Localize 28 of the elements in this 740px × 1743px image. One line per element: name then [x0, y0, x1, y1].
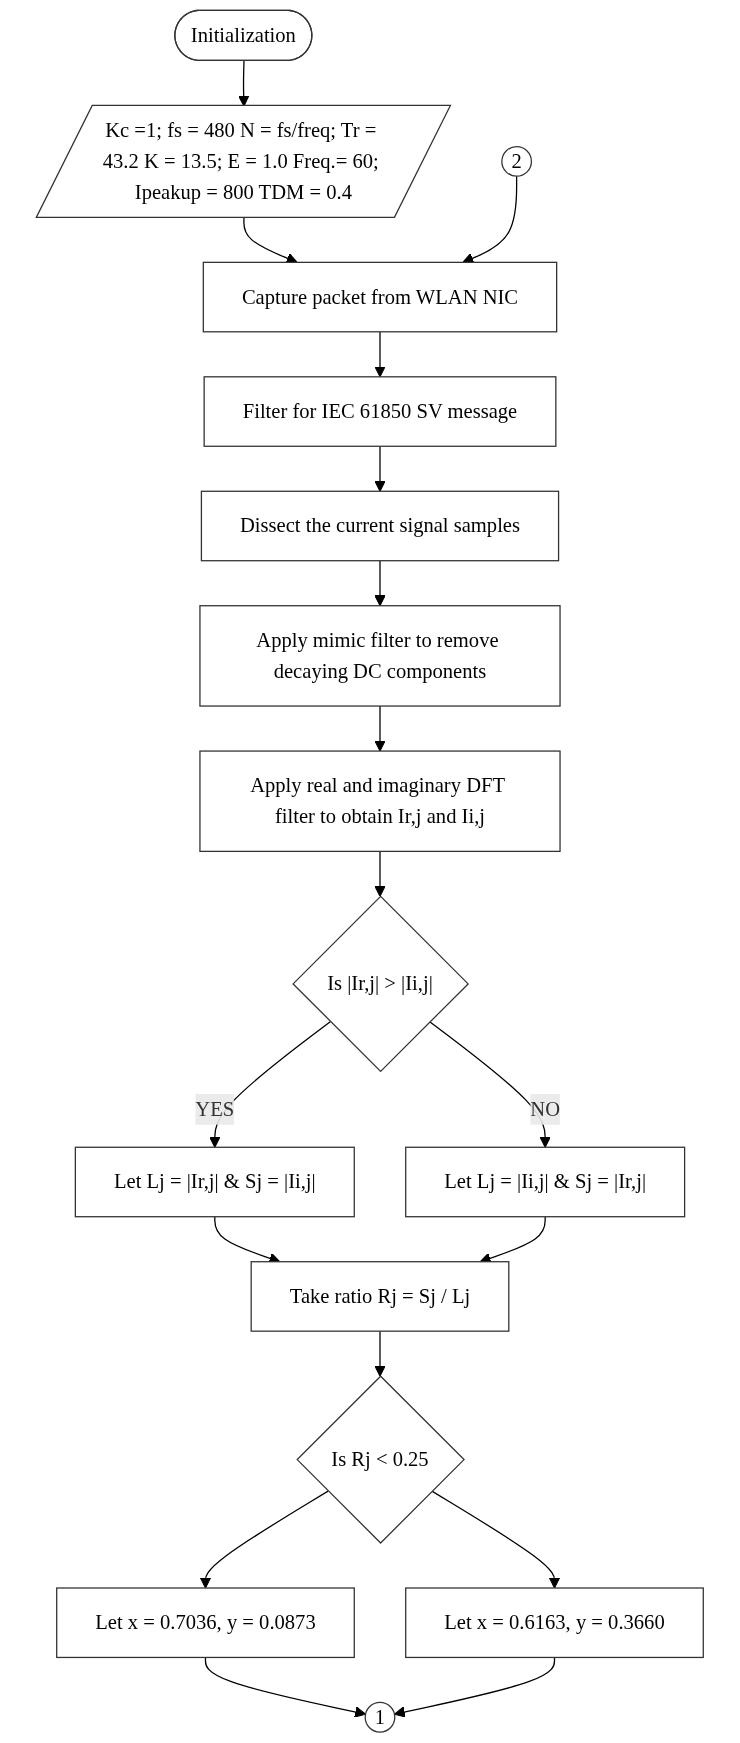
node-circle: 1	[364, 1701, 396, 1733]
arrow	[200, 1490, 329, 1589]
arrow	[374, 1330, 386, 1377]
node-circle: 2	[501, 145, 533, 177]
arrow	[431, 1490, 561, 1589]
node-diamond: Is |Ir,j| > |Ii,j|	[292, 895, 470, 1073]
arrow	[374, 850, 386, 897]
node-box: Take ratio Rj = Sj / Lj	[250, 1261, 510, 1332]
arrow	[205, 1656, 367, 1718]
node-box: Let Lj = |Ii,j| & Sj = |Ir,j|	[405, 1146, 686, 1218]
edge-label: YES	[195, 1097, 235, 1120]
node-box: Apply mimic filter to remove decaying DC components	[199, 605, 561, 707]
node-box: Let Lj = |Ir,j| & Sj = |Ii,j|	[74, 1146, 356, 1218]
node-box: Capture packet from WLAN NIC	[202, 261, 558, 333]
node-diamond: Is Rj < 0.25	[296, 1375, 466, 1544]
arrow	[374, 560, 386, 607]
arrow	[374, 445, 386, 492]
arrow	[243, 217, 298, 264]
arrow	[462, 175, 518, 264]
arrow	[374, 331, 386, 378]
node-box: Let x = 0.6163, y = 0.3660	[405, 1587, 705, 1659]
node-box: Dissect the current signal samples	[201, 490, 560, 562]
edge-label: NO	[530, 1097, 561, 1120]
node-box: Let x = 0.7036, y = 0.0873	[56, 1587, 356, 1659]
arrow	[374, 705, 386, 752]
node-box: Apply real and imaginary DFT filter to obtain Ir,j and Ii,j	[199, 750, 561, 852]
arrow	[394, 1656, 556, 1718]
node-box: Filter for IEC 61850 SV message	[203, 376, 557, 447]
